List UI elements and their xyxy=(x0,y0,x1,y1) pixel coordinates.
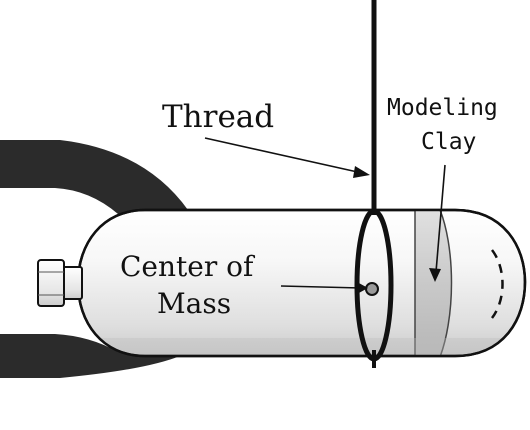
thread-label: Thread xyxy=(162,99,274,135)
cart-outline xyxy=(76,208,527,358)
modeling-clay-label-line1: Modeling xyxy=(387,95,498,121)
center-of-mass-arrow xyxy=(280,282,368,294)
thread-arrow xyxy=(204,137,370,178)
center-of-mass-label-line1: Center of xyxy=(120,250,256,283)
cart-body xyxy=(76,208,527,358)
hidden-edge-dashed xyxy=(490,249,504,319)
yoke-handle-lower xyxy=(0,334,180,378)
clay-shadow xyxy=(78,338,525,356)
modeling-clay-label-line2: Clay xyxy=(421,129,476,155)
center-of-mass-marker xyxy=(365,282,379,296)
yoke-handle xyxy=(0,140,188,214)
center-of-mass-label-line2: Mass xyxy=(157,287,231,320)
modeling-clay-band xyxy=(414,210,453,356)
modeling-clay-arrow xyxy=(429,164,446,282)
plug-connector xyxy=(37,259,83,307)
